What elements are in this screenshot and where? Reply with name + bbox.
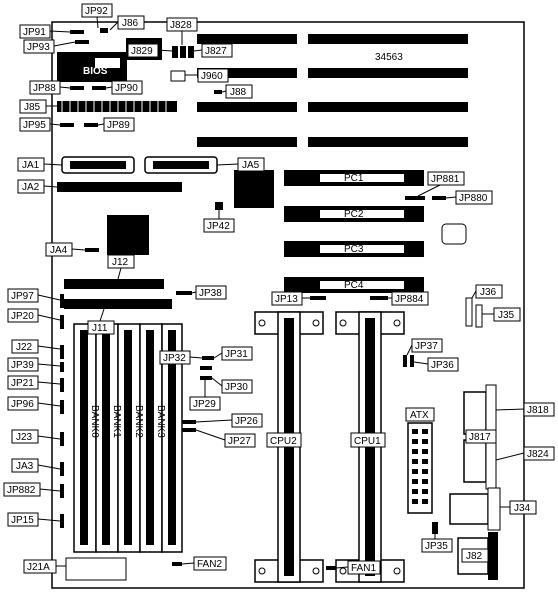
- callout-jp36: JP36: [431, 360, 454, 371]
- callout-jp89: JP89: [107, 120, 130, 131]
- callout-fan2: FAN2: [197, 559, 222, 570]
- callout-jp95: JP95: [23, 120, 46, 131]
- callout-jp880: JP880: [459, 193, 488, 204]
- callout-jp31: JP31: [225, 349, 248, 360]
- callout-j824: J824: [527, 449, 549, 460]
- dimm-bank-2: BANK2: [133, 405, 144, 438]
- bios-label: BIOS: [83, 66, 108, 77]
- chipset-chip: [107, 215, 149, 255]
- callout-jp96: JP96: [11, 399, 34, 410]
- callout-j21a: J21A: [27, 562, 50, 573]
- callout-fan1: FAN1: [351, 563, 376, 574]
- callout-jp35: JP35: [425, 541, 448, 552]
- callout-j829: J829: [131, 46, 153, 57]
- callout-jp93: JP93: [27, 42, 50, 53]
- callout-j817: J817: [469, 432, 491, 443]
- callout-jp21: JP21: [11, 378, 34, 389]
- scsi-chip: [234, 170, 274, 208]
- callout-j960: J960: [201, 71, 223, 82]
- callout-jp38: JP38: [199, 288, 222, 299]
- j12-connector: [64, 279, 164, 289]
- callout-jp97: JP97: [11, 291, 34, 302]
- callout-ja5: JA5: [242, 160, 260, 171]
- j21a-connector: [65, 557, 127, 581]
- dimm-banks: [73, 323, 183, 553]
- callout-jp29: JP29: [193, 399, 216, 410]
- callout-jp90: JP90: [115, 83, 138, 94]
- callout-j11: J11: [92, 323, 108, 334]
- atx-connector: [407, 422, 433, 514]
- serial-port-bottom: [463, 439, 487, 483]
- pci-slots: [284, 170, 424, 293]
- isa-slots: [197, 34, 468, 147]
- ja2-connector: [57, 182, 182, 192]
- dimm-bank-1: BANK1: [111, 405, 122, 438]
- callout-ja4: JA4: [50, 245, 68, 256]
- callout-jp884: JP884: [395, 294, 424, 305]
- callout-j86: J86: [122, 18, 139, 29]
- callout-ja1: JA1: [22, 160, 40, 171]
- callout-j22: J22: [16, 342, 33, 353]
- pci-slot-2: PC2: [344, 209, 364, 220]
- callout-j828: J828: [170, 20, 192, 31]
- callout-j34: J34: [514, 503, 531, 514]
- j34-port: [449, 493, 489, 525]
- pci-slot-1: PC1: [344, 173, 364, 184]
- cpu1-label: CPU1: [354, 436, 381, 447]
- callout-jp32: JP32: [163, 353, 186, 364]
- j11-connector: [64, 299, 172, 309]
- crystal: [441, 223, 467, 245]
- callout-jp37: JP37: [415, 341, 438, 352]
- callout-jp92: JP92: [85, 6, 108, 17]
- callouts: JP92 J86 JP91 JP93 J828 J829 J827 J960 J…: [3, 3, 555, 575]
- callout-j36: J36: [480, 287, 497, 298]
- dimm-bank-0: BANK0: [89, 405, 100, 438]
- callout-jp13: JP13: [275, 294, 298, 305]
- atx-label: ATX: [410, 410, 429, 421]
- callout-jp42: JP42: [207, 221, 230, 232]
- callout-j85: J85: [24, 102, 41, 113]
- callout-j12: J12: [112, 257, 129, 268]
- pci-slot-4: PC4: [344, 280, 364, 291]
- serial-port-top: [463, 391, 487, 435]
- callout-j35: J35: [498, 310, 515, 321]
- callout-j827: J827: [205, 46, 227, 57]
- callout-jp26: JP26: [235, 416, 258, 427]
- callout-jp881: JP881: [431, 174, 460, 185]
- callout-jp39: JP39: [11, 360, 34, 371]
- j85-connector: [57, 101, 177, 112]
- cpu2-label: CPU2: [270, 436, 297, 447]
- callout-jp20: JP20: [11, 311, 34, 322]
- callout-j88: J88: [230, 87, 247, 98]
- callout-jp88: JP88: [33, 83, 56, 94]
- callout-ja3: JA3: [16, 461, 34, 472]
- callout-jp27: JP27: [228, 436, 251, 447]
- callout-jp91: JP91: [23, 27, 46, 38]
- board-id: 34563: [375, 52, 403, 63]
- callout-jp882: JP882: [7, 485, 36, 496]
- callout-ja2: JA2: [22, 182, 40, 193]
- pci-slot-3: PC3: [344, 244, 364, 255]
- callout-jp30: JP30: [225, 382, 248, 393]
- callout-j23: J23: [16, 432, 33, 443]
- callout-j82: J82: [466, 551, 483, 562]
- callout-jp15: JP15: [11, 515, 34, 526]
- callout-j818: J818: [527, 405, 549, 416]
- jumper-blocks: [60, 28, 446, 570]
- dimm-bank-3: BANK3: [155, 405, 166, 438]
